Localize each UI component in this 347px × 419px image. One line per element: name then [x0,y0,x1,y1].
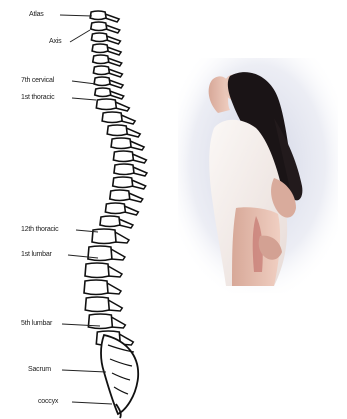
vertebra [85,263,109,278]
spinous-process [111,317,125,328]
leader-line [72,98,96,100]
spinous-process [130,141,144,150]
label-1st-thoracic: 1st thoracic [21,94,54,102]
spinous-process [126,128,140,137]
vertebra [110,190,130,201]
vertebra [84,280,108,295]
leader-line [60,15,92,16]
spinous-process [119,219,133,228]
vertebra [96,99,116,110]
spinous-process [108,58,122,66]
vertebra [111,138,131,149]
spinous-process [115,232,129,243]
vertebra [113,151,133,162]
vertebra [90,11,106,20]
vertebra [88,314,112,329]
vertebra [85,297,109,312]
vertebra [95,88,111,97]
spinous-process [109,80,123,88]
spinous-process [110,91,124,99]
vertebra [94,77,110,86]
sacrum-bone [101,335,138,414]
label-5th-lumbar: 5th lumbar [21,320,52,328]
spinous-process [121,115,135,124]
vertebra [100,216,120,227]
woman-back-pain-photo [178,58,338,293]
vertebra [93,55,109,64]
label-12th-thoracic: 12th thoracic [21,226,58,234]
vertebral-column [84,11,147,418]
spinous-process [106,25,120,33]
label-7th-cervical: 7th cervical [21,77,54,85]
leader-line [62,370,106,372]
vertebra [91,33,107,42]
vertebra [107,125,127,136]
vertebra [113,177,133,188]
label-coccyx: coccyx [38,398,58,406]
leader-line [70,30,90,42]
vertebra [88,246,112,261]
vertebra [93,66,109,75]
spinous-process [107,283,121,294]
vertebra [102,112,122,123]
spinous-process [108,266,122,277]
vertebra [114,164,134,175]
spinous-process [124,206,138,215]
vertebra [105,203,125,214]
spinous-process [132,180,146,189]
spinous-process [111,249,125,260]
leader-line [72,402,112,404]
spinous-process [107,47,121,55]
spinous-process [115,102,129,111]
label-atlas: Atlas [29,11,44,19]
leader-line [72,81,96,84]
spinous-process [108,300,122,311]
vertebra [92,229,116,244]
spinous-process [108,69,122,77]
vertebra [91,22,107,31]
spinous-process [106,36,120,44]
label-1st-lumbar: 1st lumbar [21,251,52,259]
spinous-process [105,14,119,22]
spinous-process [132,154,146,163]
spinous-process [129,193,143,202]
label-axis: Axis [49,38,61,46]
vertebra [92,44,108,53]
spinous-process [133,167,147,176]
label-sacrum: Sacrum [28,366,51,374]
